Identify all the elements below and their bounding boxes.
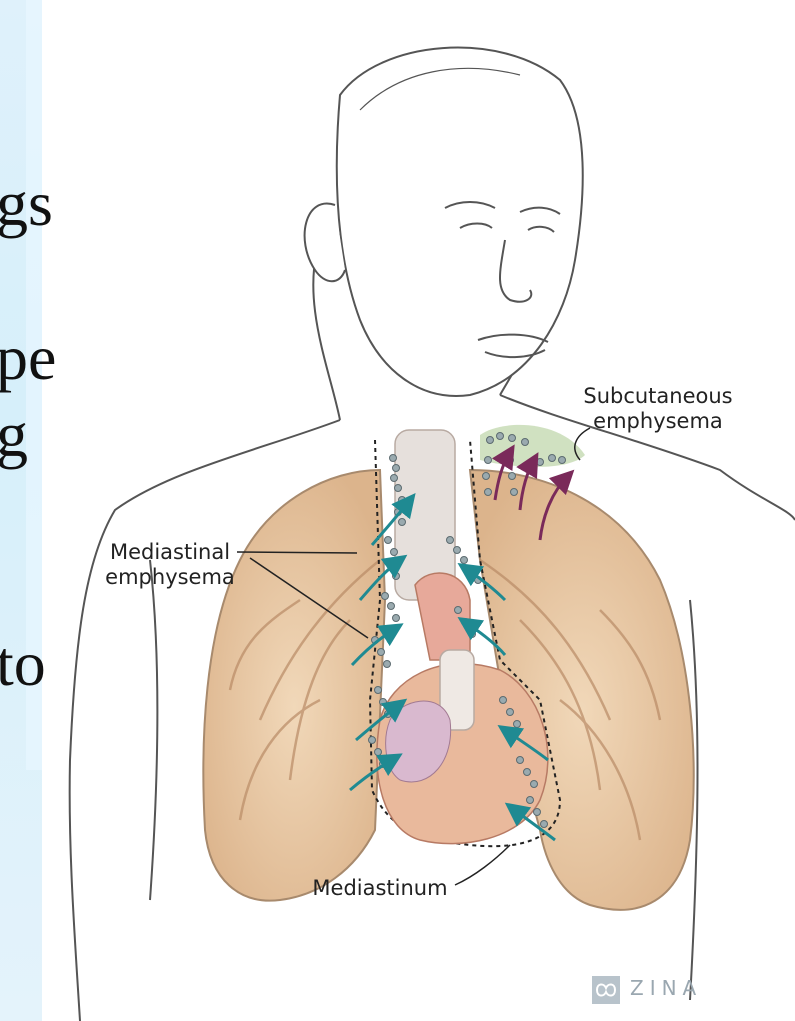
head [305, 48, 583, 396]
mediastinum-label: Mediastinum [300, 876, 460, 901]
zina-logo-spacer [590, 974, 618, 1002]
subcutaneous-emphysema-label: Subcutaneous emphysema [572, 384, 744, 434]
mediastinal-emphysema-label: Mediastinal emphysema [90, 540, 250, 590]
zina-logo: ZINA [590, 974, 702, 1002]
zina-logo-text: ZINA [630, 976, 702, 1000]
